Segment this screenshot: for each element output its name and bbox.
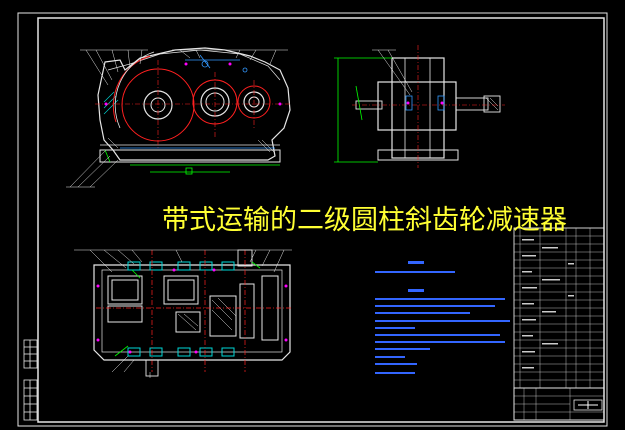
- requirements-text-blocks: [375, 261, 510, 374]
- title-block: [513, 387, 605, 421]
- drawing-title: 带式运输的二级圆柱斜齿轮减速器: [162, 205, 567, 236]
- margin-table-left: [23, 339, 38, 421]
- plan-view: [74, 249, 292, 378]
- front-view: [66, 47, 292, 188]
- drawing-border: [17, 12, 608, 427]
- parts-list-table: [513, 227, 605, 389]
- side-view: [334, 45, 505, 168]
